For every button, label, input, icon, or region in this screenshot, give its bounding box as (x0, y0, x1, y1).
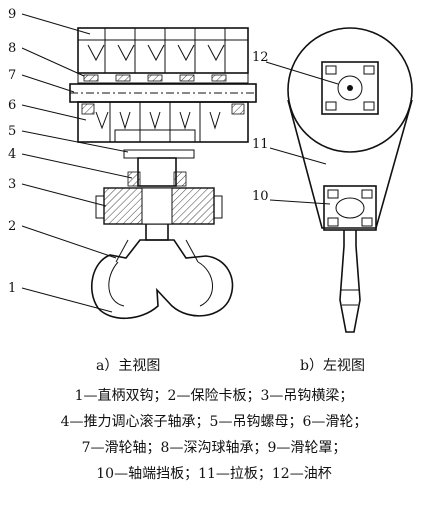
callout-10: 10 (252, 189, 269, 204)
legend-line-4: 10—轴端挡板；11—拉板；12—油杯 (96, 466, 331, 482)
callout-1: 1 (8, 281, 16, 296)
deep-groove-ball-bearing (77, 72, 249, 84)
pulley-cover (77, 27, 249, 74)
oil-cup (321, 61, 379, 115)
pulleys (77, 101, 249, 143)
tie-plates (287, 99, 413, 229)
front-view-leader-lines (21, 13, 133, 313)
callout-9: 9 (8, 7, 16, 22)
caption-left-view: b）左视图 (300, 358, 365, 374)
parts-legend: 1—直柄双钩；2—保险卡板；3—吊钩横梁； 4—推力调心滚子轴承；5—吊钩螺母；… (61, 387, 368, 482)
callout-12: 12 (252, 50, 269, 65)
left-view-leader-lines (265, 61, 339, 205)
callout-6: 6 (8, 98, 16, 113)
callout-5: 5 (8, 124, 16, 139)
pulley-shaft (69, 83, 257, 103)
pulley-housing (287, 27, 413, 153)
callout-2: 2 (8, 219, 16, 234)
hook-side-profile (339, 230, 361, 333)
caption-front-view: a）主视图 (96, 358, 160, 374)
callout-7: 7 (8, 68, 16, 83)
callout-11: 11 (252, 137, 269, 152)
left-view-drawing: 12 11 10 (252, 27, 413, 333)
callout-3: 3 (8, 177, 16, 192)
legend-line-3: 7—滑轮轴；8—深沟球轴承；9—滑轮罩； (82, 439, 347, 456)
legend-line-1: 1—直柄双钩；2—保险卡板；3—吊钩横梁； (75, 387, 354, 404)
front-view-drawing: 9 8 7 6 5 4 3 2 1 (8, 7, 257, 319)
straight-shank-double-hook (90, 224, 234, 319)
hook-nut-and-thrust-bearing (123, 149, 195, 187)
shaft-end-plate (323, 185, 377, 231)
legend-line-2: 4—推力调心滚子轴承；5—吊钩螺母；6—滑轮； (61, 413, 368, 430)
hook-crossbeam (95, 187, 223, 225)
callout-4: 4 (8, 147, 16, 162)
callout-8: 8 (8, 41, 16, 56)
